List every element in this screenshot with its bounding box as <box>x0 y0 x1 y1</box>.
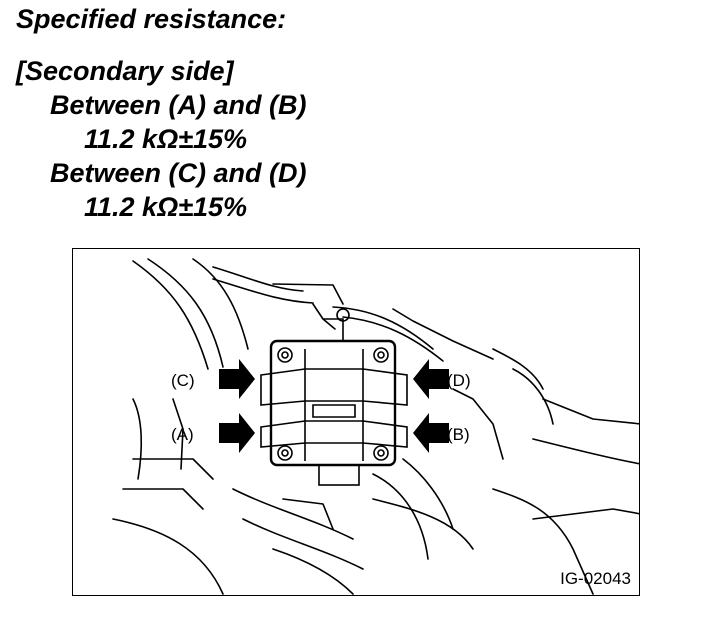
arrow-a <box>219 413 255 453</box>
ignition-coil-figure: (C) (A) (D) (B) IG-02043 <box>72 248 640 596</box>
engine-illustration <box>112 258 639 595</box>
arrow-c <box>219 359 255 399</box>
terminal-d-label: (D) <box>447 371 471 390</box>
figure-code: IG-02043 <box>560 569 631 588</box>
pair2-label: Between (C) and (D) <box>50 158 307 188</box>
terminal-a-label: (A) <box>171 425 194 444</box>
pair1-label: Between (A) and (B) <box>50 90 307 120</box>
spec-heading: Specified resistance: <box>16 4 287 34</box>
pair2-value: 11.2 kΩ±15% <box>84 192 248 222</box>
section-label: [Secondary side] <box>16 56 234 86</box>
arrow-b <box>413 413 449 453</box>
terminal-b-label: (B) <box>447 425 470 444</box>
arrow-d <box>413 359 449 399</box>
terminal-c-label: (C) <box>171 371 195 390</box>
specification-text: Specified resistance: [Secondary side] B… <box>0 0 704 240</box>
pair1-value: 11.2 kΩ±15% <box>84 124 248 154</box>
